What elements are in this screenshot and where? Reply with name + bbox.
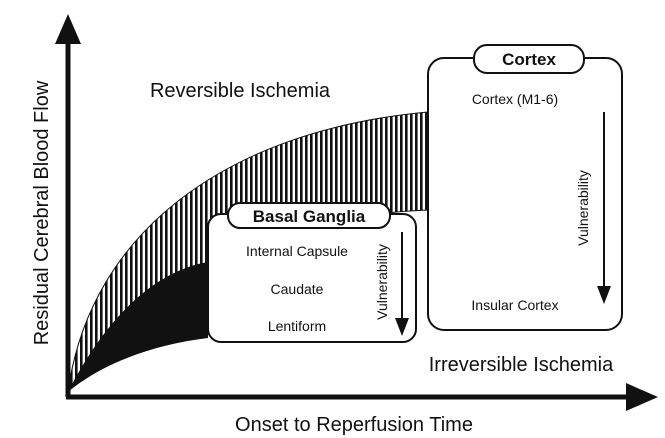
x-axis-arrowhead xyxy=(626,383,658,411)
basal-ganglia-item-1: Internal Capsule xyxy=(246,243,348,259)
basal-ganglia-arrowhead xyxy=(395,318,409,336)
basal-ganglia-vulnerability-label: Vulnerability xyxy=(374,244,390,320)
cortex-title-pill xyxy=(473,44,585,74)
basal-ganglia-title-pill xyxy=(227,202,391,229)
cortex-top-item: Cortex (M1-6) xyxy=(472,91,558,107)
irreversible-ischemia-label: Irreversible Ischemia xyxy=(429,354,614,376)
cortex-box: Cortex Cortex (M1-6) Insular Cortex Vuln… xyxy=(427,44,623,331)
basal-ganglia-item-3: Lentiform xyxy=(268,318,326,334)
basal-ganglia-box: Basal Ganglia Internal Capsule Caudate L… xyxy=(207,202,417,343)
cortex-arrowhead xyxy=(597,286,611,304)
cortex-title: Cortex xyxy=(502,50,556,69)
cortex-bottom-item: Insular Cortex xyxy=(471,297,558,313)
basal-ganglia-title: Basal Ganglia xyxy=(253,207,366,226)
cortex-vulnerability-label: Vulnerability xyxy=(575,170,591,246)
y-axis-arrowhead xyxy=(55,14,81,44)
x-axis-label: Onset to Reperfusion Time xyxy=(235,414,473,436)
y-axis-label: Residual Cerebral Blood Flow xyxy=(31,80,53,345)
solid-band xyxy=(68,262,208,392)
reversible-ischemia-label: Reversible Ischemia xyxy=(150,80,331,102)
basal-ganglia-item-2: Caudate xyxy=(271,281,324,297)
